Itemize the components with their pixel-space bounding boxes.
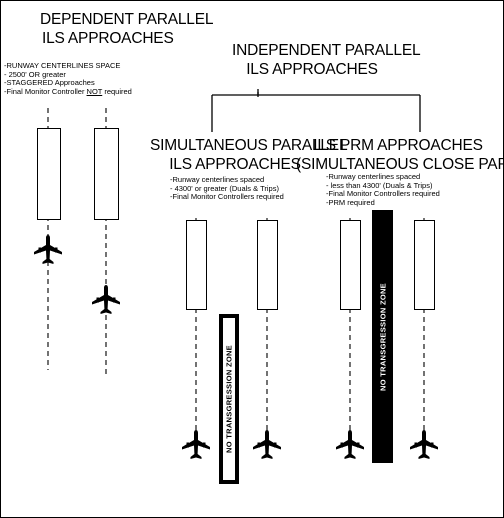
- airplane-icon: [92, 285, 120, 314]
- dependent-note: RUNWAY CENTERLINES SPACE: [4, 61, 132, 71]
- simultaneous-note: Runway centerlines spaced: [170, 175, 284, 185]
- dependent-notes: RUNWAY CENTERLINES SPACE 2500' OR greate…: [4, 61, 132, 97]
- dependent-runway-left: [37, 128, 61, 220]
- dependent-note: 2500' OR greater: [4, 70, 132, 80]
- prm-note: Final Monitor Controllers required: [326, 189, 440, 199]
- simultaneous-note: Final Monitor Controllers required: [170, 192, 284, 202]
- prm-ntz: NO TRANSGRESSION ZONE: [372, 210, 393, 463]
- simultaneous-ntz: NO TRANSGRESSION ZONE: [219, 314, 239, 484]
- dependent-title: DEPENDENT PARALLEL ILS APPROACHES: [40, 11, 214, 47]
- simultaneous-ntz-inner: [223, 318, 235, 480]
- prm-note: Runway centerlines spaced: [326, 172, 440, 182]
- independent-title: INDEPENDENT PARALLEL ILS APPROACHES: [232, 42, 421, 78]
- airplane-icon: [253, 430, 281, 459]
- prm-title: ILS PRM APPROACHES (SIMULTANEOUS CLOSE P…: [296, 137, 504, 173]
- prm-notes: Runway centerlines spaced less than 4300…: [326, 172, 440, 208]
- airplane-icon: [34, 235, 62, 264]
- dependent-runway-right: [94, 128, 119, 220]
- prm-runway-left: [340, 220, 361, 310]
- simultaneous-runway-right: [257, 220, 278, 310]
- prm-ntz-label: NO TRANSGRESSION ZONE: [378, 282, 387, 391]
- bracket-connector: [211, 89, 421, 132]
- prm-note: PRM required: [326, 198, 440, 208]
- simultaneous-title: SIMULTANEOUS PARALLEL ILS APPROACHES: [150, 137, 348, 173]
- simultaneous-note: 4300' or greater (Duals & Trips): [170, 184, 284, 194]
- airplane-icon: [182, 430, 210, 459]
- simultaneous-runway-left: [186, 220, 207, 310]
- prm-note: less than 4300' (Duals & Trips): [326, 181, 440, 191]
- dependent-note: Final Monitor Controller NOT required: [4, 87, 132, 97]
- airplane-icon: [410, 430, 438, 459]
- prm-runway-right: [414, 220, 435, 310]
- simultaneous-ntz-label: NO TRANSGRESSION ZONE: [224, 345, 234, 453]
- dependent-note: STAGGERED Approaches: [4, 78, 132, 88]
- airplane-icon: [336, 430, 364, 459]
- simultaneous-notes: Runway centerlines spaced 4300' or great…: [170, 175, 284, 202]
